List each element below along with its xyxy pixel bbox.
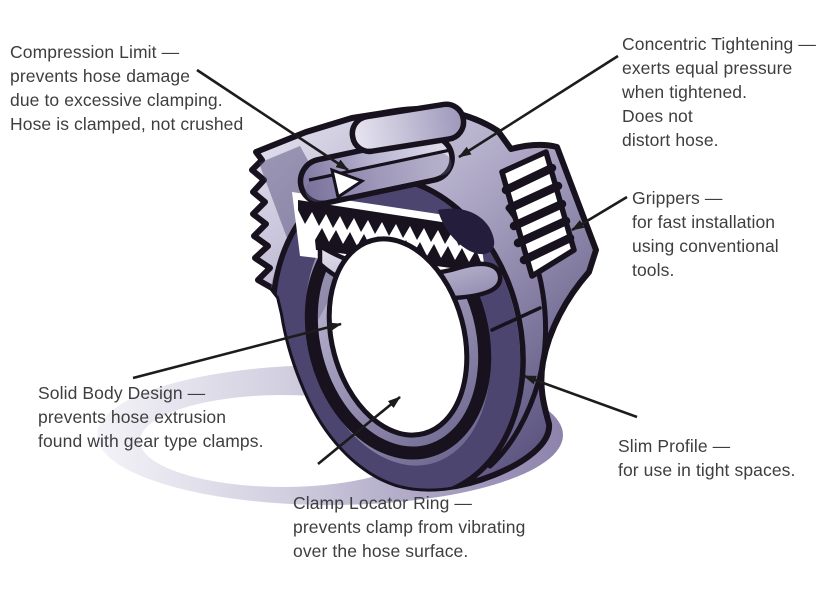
callout-line: tools.	[632, 260, 675, 280]
leader-arrow-concentric-tightening	[458, 54, 619, 159]
callout-title: Compression Limit —	[10, 42, 180, 62]
jaw-hook-shadow	[438, 208, 495, 255]
leader-arrow-clamp-locator-ring	[317, 395, 401, 466]
hose-opening	[326, 236, 470, 438]
leader-arrow-solid-body-design	[132, 322, 342, 380]
callout-line: Hose is clamped, not crushed	[10, 114, 244, 134]
callout-title: Solid Body Design —	[38, 383, 206, 403]
callout-line: when tightened.	[622, 82, 748, 102]
leader-arrow-grippers	[571, 195, 628, 232]
callout-solid-body-design: Solid Body Design — prevents hose extrus…	[38, 381, 264, 453]
gripper-ribs	[499, 149, 577, 279]
callout-compression-limit: Compression Limit — prevents hose damage…	[10, 40, 243, 136]
callout-line: found with gear type clamps.	[38, 431, 264, 451]
callout-line: prevents hose damage	[10, 66, 191, 86]
ratchet-teeth-upper	[298, 200, 468, 246]
callout-title: Grippers —	[632, 188, 723, 208]
callout-line: for use in tight spaces.	[618, 460, 796, 480]
callout-slim-profile: Slim Profile — for use in tight spaces.	[618, 434, 796, 482]
leader-arrow-compression-limit	[196, 68, 349, 172]
callout-line: prevents clamp from vibrating	[293, 517, 526, 537]
callout-line: distort hose.	[622, 130, 719, 150]
callout-line: over the hose surface.	[293, 541, 469, 561]
callout-title: Slim Profile —	[618, 436, 731, 456]
callout-line: Does not	[622, 106, 693, 126]
compression-limit-gap	[329, 167, 366, 200]
callout-line: due to excessive clamping.	[10, 90, 223, 110]
callout-title: Clamp Locator Ring —	[293, 493, 473, 513]
callout-line: using conventional	[632, 236, 779, 256]
callout-title: Concentric Tightening —	[622, 34, 816, 54]
strap-tail	[349, 101, 467, 155]
callout-line: for fast installation	[632, 212, 776, 232]
callout-line: prevents hose extrusion	[38, 407, 227, 427]
callout-line: exerts equal pressure	[622, 58, 793, 78]
callout-concentric-tightening: Concentric Tightening — exerts equal pre…	[622, 32, 816, 152]
callout-grippers: Grippers — for fast installation using c…	[632, 186, 779, 282]
leader-arrow-slim-profile	[523, 374, 638, 419]
callout-clamp-locator-ring: Clamp Locator Ring — prevents clamp from…	[293, 491, 525, 563]
side-profile-line	[490, 306, 542, 332]
